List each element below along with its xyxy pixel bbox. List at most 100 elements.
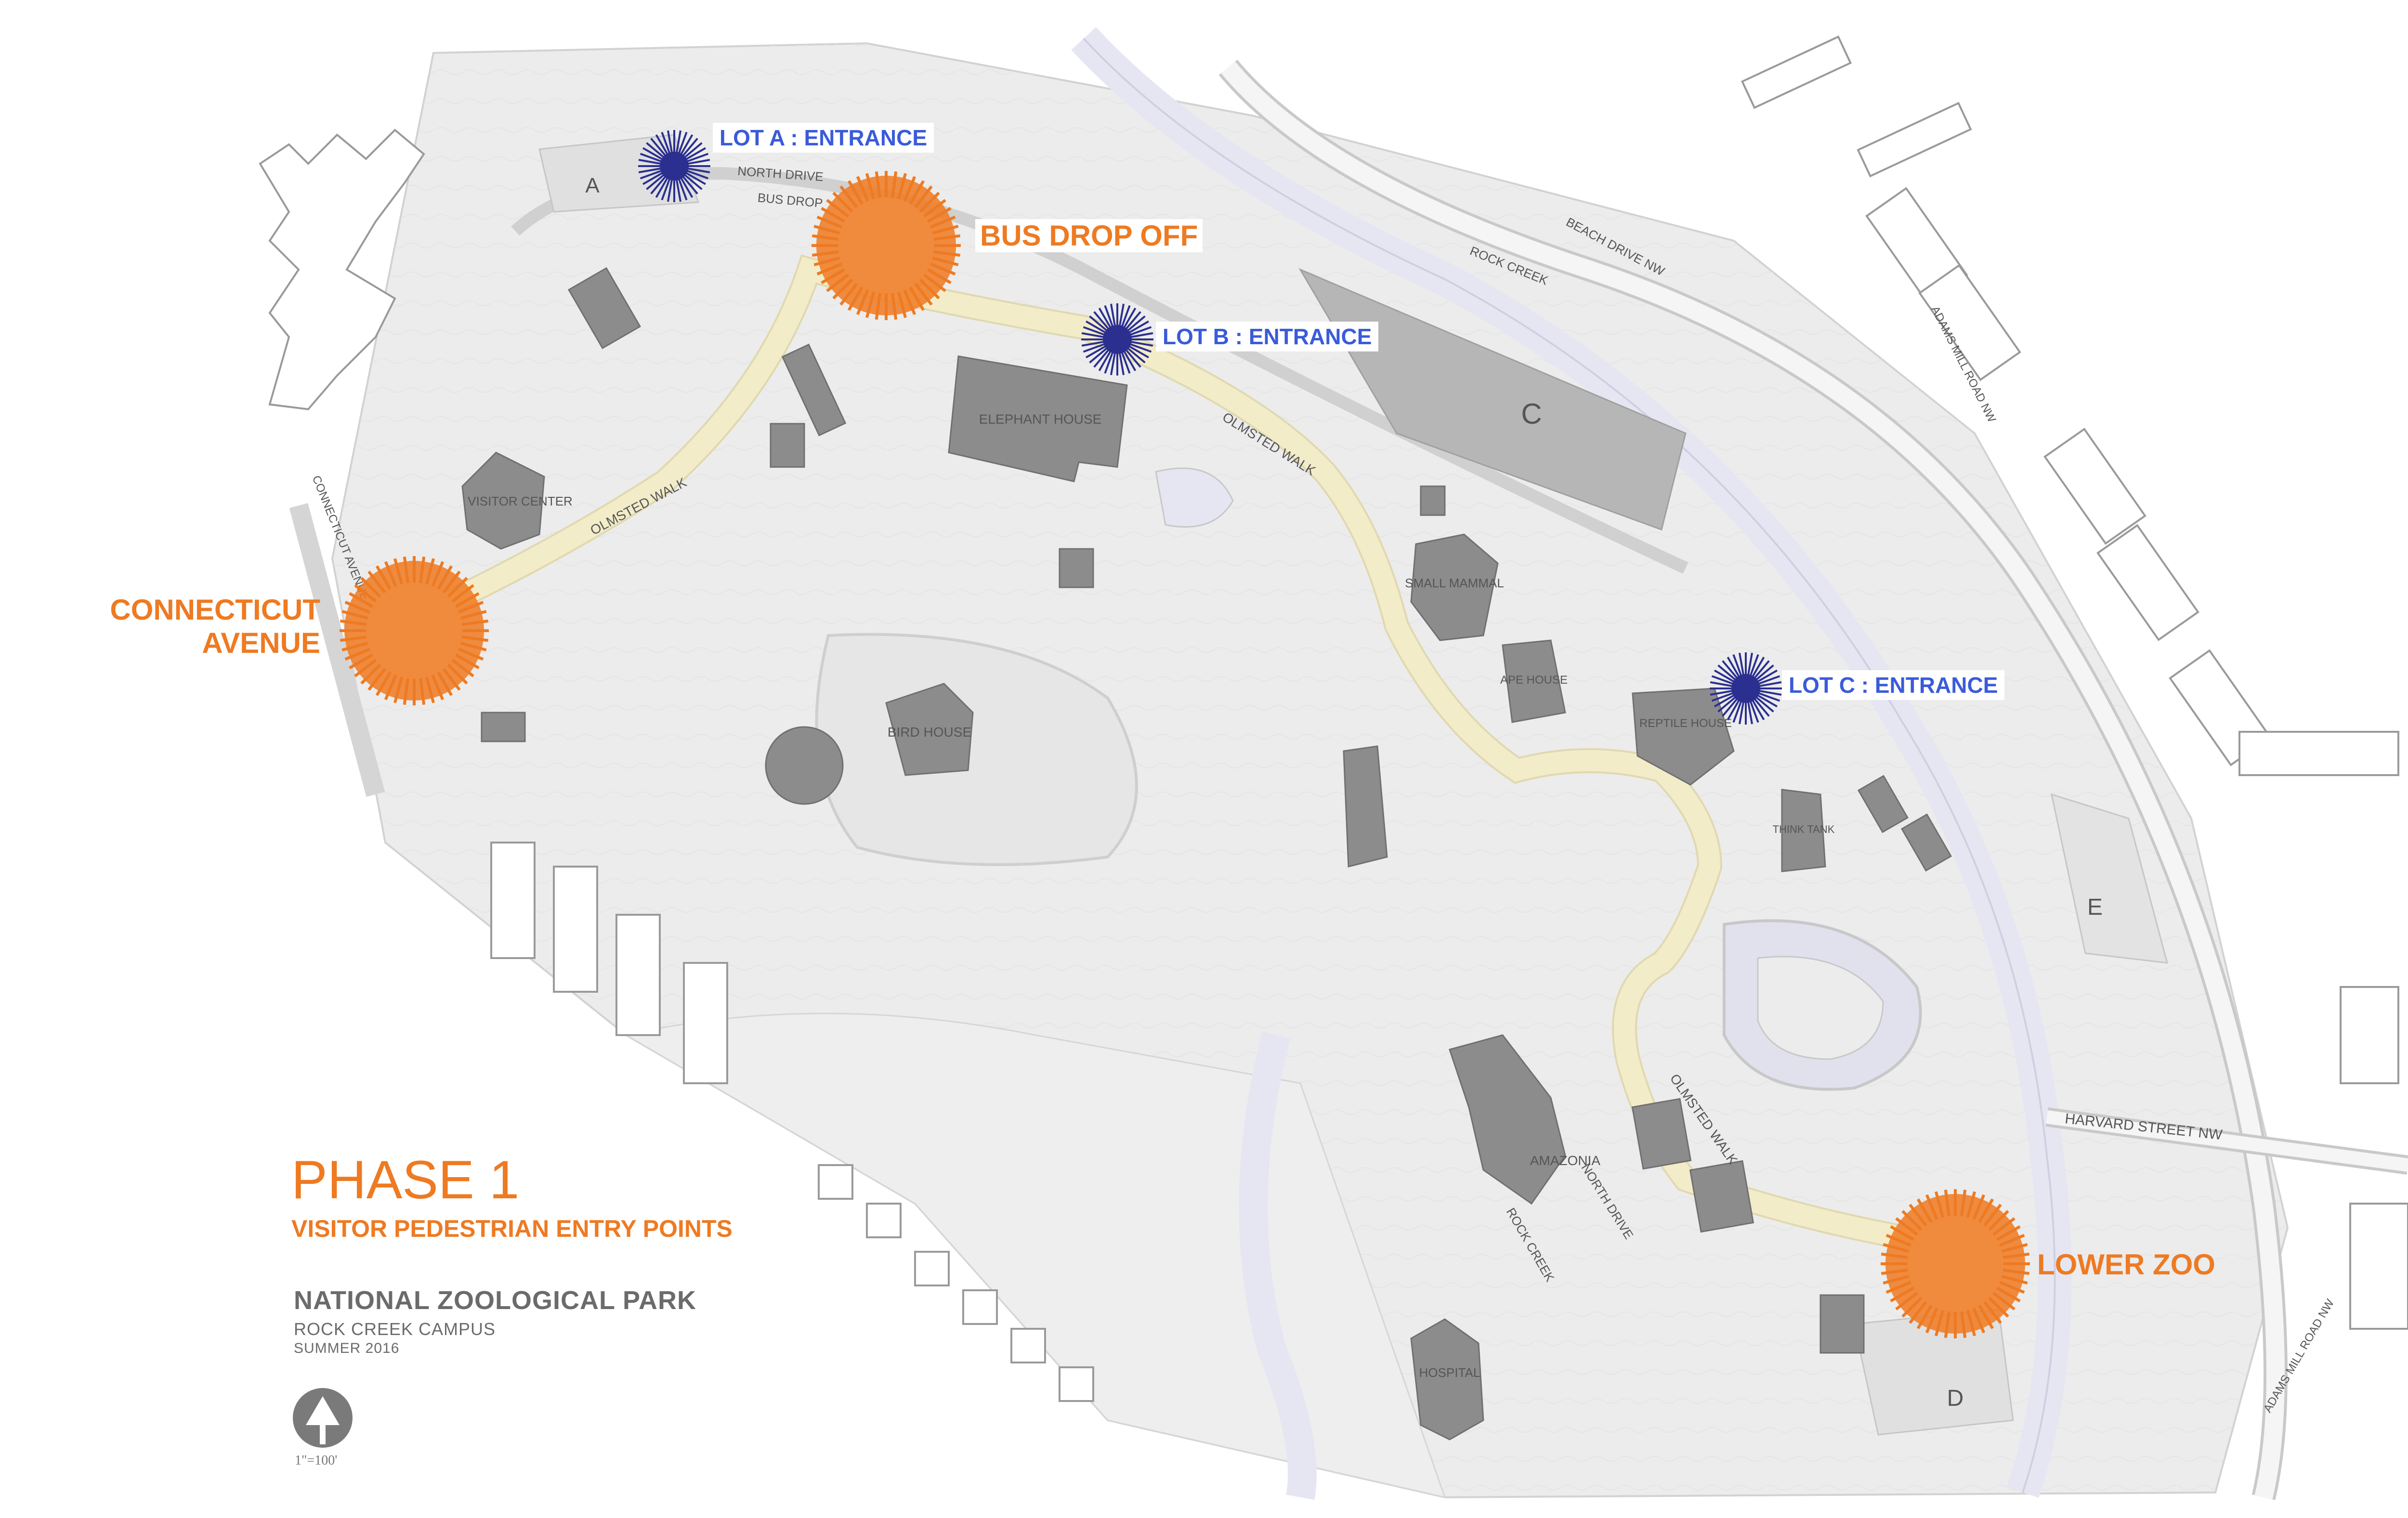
burst-ray [682, 170, 706, 185]
burst-ray [2001, 1243, 2028, 1253]
burst-ray [2001, 1274, 2028, 1285]
burst-ray [1093, 346, 1112, 368]
burst-ray [1895, 1292, 1918, 1310]
burst-ray [811, 234, 839, 241]
scale-text: 1"=100' [295, 1453, 338, 1468]
lot-burst-b [1081, 303, 1153, 376]
burst-ray [909, 180, 925, 205]
burst-ray [460, 610, 487, 620]
burst-ray [1110, 349, 1117, 376]
burst-ray [1739, 698, 1745, 725]
connecticut-avenue-road [289, 503, 385, 797]
burst-ray [856, 289, 869, 315]
burst-ray [1960, 1189, 1967, 1217]
burst-ray [661, 175, 672, 201]
burst-ray [683, 168, 709, 180]
burst-ray [360, 663, 381, 685]
burst-ray [1717, 664, 1739, 683]
burst-ray [667, 175, 674, 202]
burst-ray [1754, 692, 1778, 708]
burst-ray [683, 153, 709, 164]
connecticut-avenue-label: CONNECTICUT AVENUE [110, 594, 320, 659]
burst-ray [655, 134, 670, 158]
burst-ray [403, 556, 409, 584]
burst-ray [897, 173, 907, 200]
burst-ray [1983, 1204, 2002, 1227]
burst-ray [839, 185, 858, 208]
phase-title: PHASE 1 [291, 1150, 520, 1210]
burst-ray [675, 130, 681, 157]
burst-ray [1934, 1310, 1945, 1336]
burst-ray [1754, 675, 1780, 687]
burst-ray [933, 234, 961, 241]
burst-ray [1966, 1310, 1976, 1336]
burst-ray [847, 286, 864, 311]
burst-ray [1916, 1198, 1933, 1223]
burst-ray [1081, 340, 1108, 347]
burst-ray [1925, 1194, 1938, 1220]
burst-ray [1714, 669, 1738, 685]
burst-ray [638, 167, 665, 173]
lot-c [1298, 268, 1687, 531]
burst-ray [1890, 1225, 1914, 1241]
burst-ray [447, 663, 468, 685]
lot-burst-c [1710, 652, 1782, 725]
lot-letter-c: C [1521, 398, 1542, 430]
burst-ray [1746, 698, 1753, 725]
burst-ray [458, 648, 484, 661]
map-date: SUMMER 2016 [294, 1340, 400, 1356]
burst-ray [1755, 681, 1782, 688]
burst-ray [914, 283, 933, 306]
burst-ray [1123, 311, 1141, 333]
burst-ray [1895, 1217, 1918, 1236]
burst-ray [678, 134, 694, 158]
burst-ray [393, 676, 404, 703]
burst-ray [875, 171, 881, 198]
burst-ray [419, 678, 426, 705]
burst-ray [821, 268, 845, 285]
burst-ray [360, 577, 381, 598]
burst-ray [811, 250, 839, 257]
burst-ray [341, 610, 368, 620]
phase-subtitle: VISITOR PEDESTRIAN ENTRY POINTS [291, 1215, 733, 1242]
burst-ray [682, 147, 706, 162]
burst-ray [1996, 1286, 2021, 1303]
burst-ray [891, 171, 898, 198]
burst-ray [340, 636, 367, 642]
burst-ray [1710, 689, 1737, 696]
burst-ray [923, 273, 946, 292]
burst-ray [826, 199, 849, 218]
burst-ray [1124, 315, 1146, 334]
burst-ray [1992, 1292, 2015, 1310]
burst-ray [1751, 695, 1770, 717]
burst-ray [1978, 1198, 1994, 1223]
burst-ray [455, 592, 480, 608]
burst-ray [354, 584, 377, 603]
burst-ray [640, 153, 666, 164]
burst-ray [1751, 660, 1770, 682]
burst-ray [640, 168, 666, 180]
burst-ray [1711, 690, 1737, 702]
burst-ray [680, 138, 698, 159]
burst-ray [667, 130, 674, 157]
lot-letter-d: D [1947, 1386, 1964, 1411]
pond [1155, 467, 1234, 528]
burst-ray [865, 173, 876, 200]
burst-ray [403, 678, 409, 705]
burst-ray [1944, 1189, 1950, 1217]
burst-ray [927, 207, 952, 223]
off-site-buildings [259, 35, 2408, 1402]
lot-letter-e: E [2087, 895, 2103, 920]
burst-ray [650, 138, 669, 159]
burst-ray [646, 142, 667, 161]
burst-ray [1992, 1217, 2015, 1236]
burst-ray [650, 173, 669, 195]
burst-ray [839, 283, 858, 306]
burst-ray [676, 131, 688, 157]
burst-ray [1890, 1286, 1914, 1303]
lot-c-entrance-label: LOT C : ENTRANCE [1782, 670, 2005, 700]
burst-ray [680, 173, 698, 195]
campus-name: ROCK CREEK CAMPUS [294, 1319, 496, 1339]
burst-ray [458, 600, 484, 614]
burst-ray [1978, 1305, 1994, 1329]
